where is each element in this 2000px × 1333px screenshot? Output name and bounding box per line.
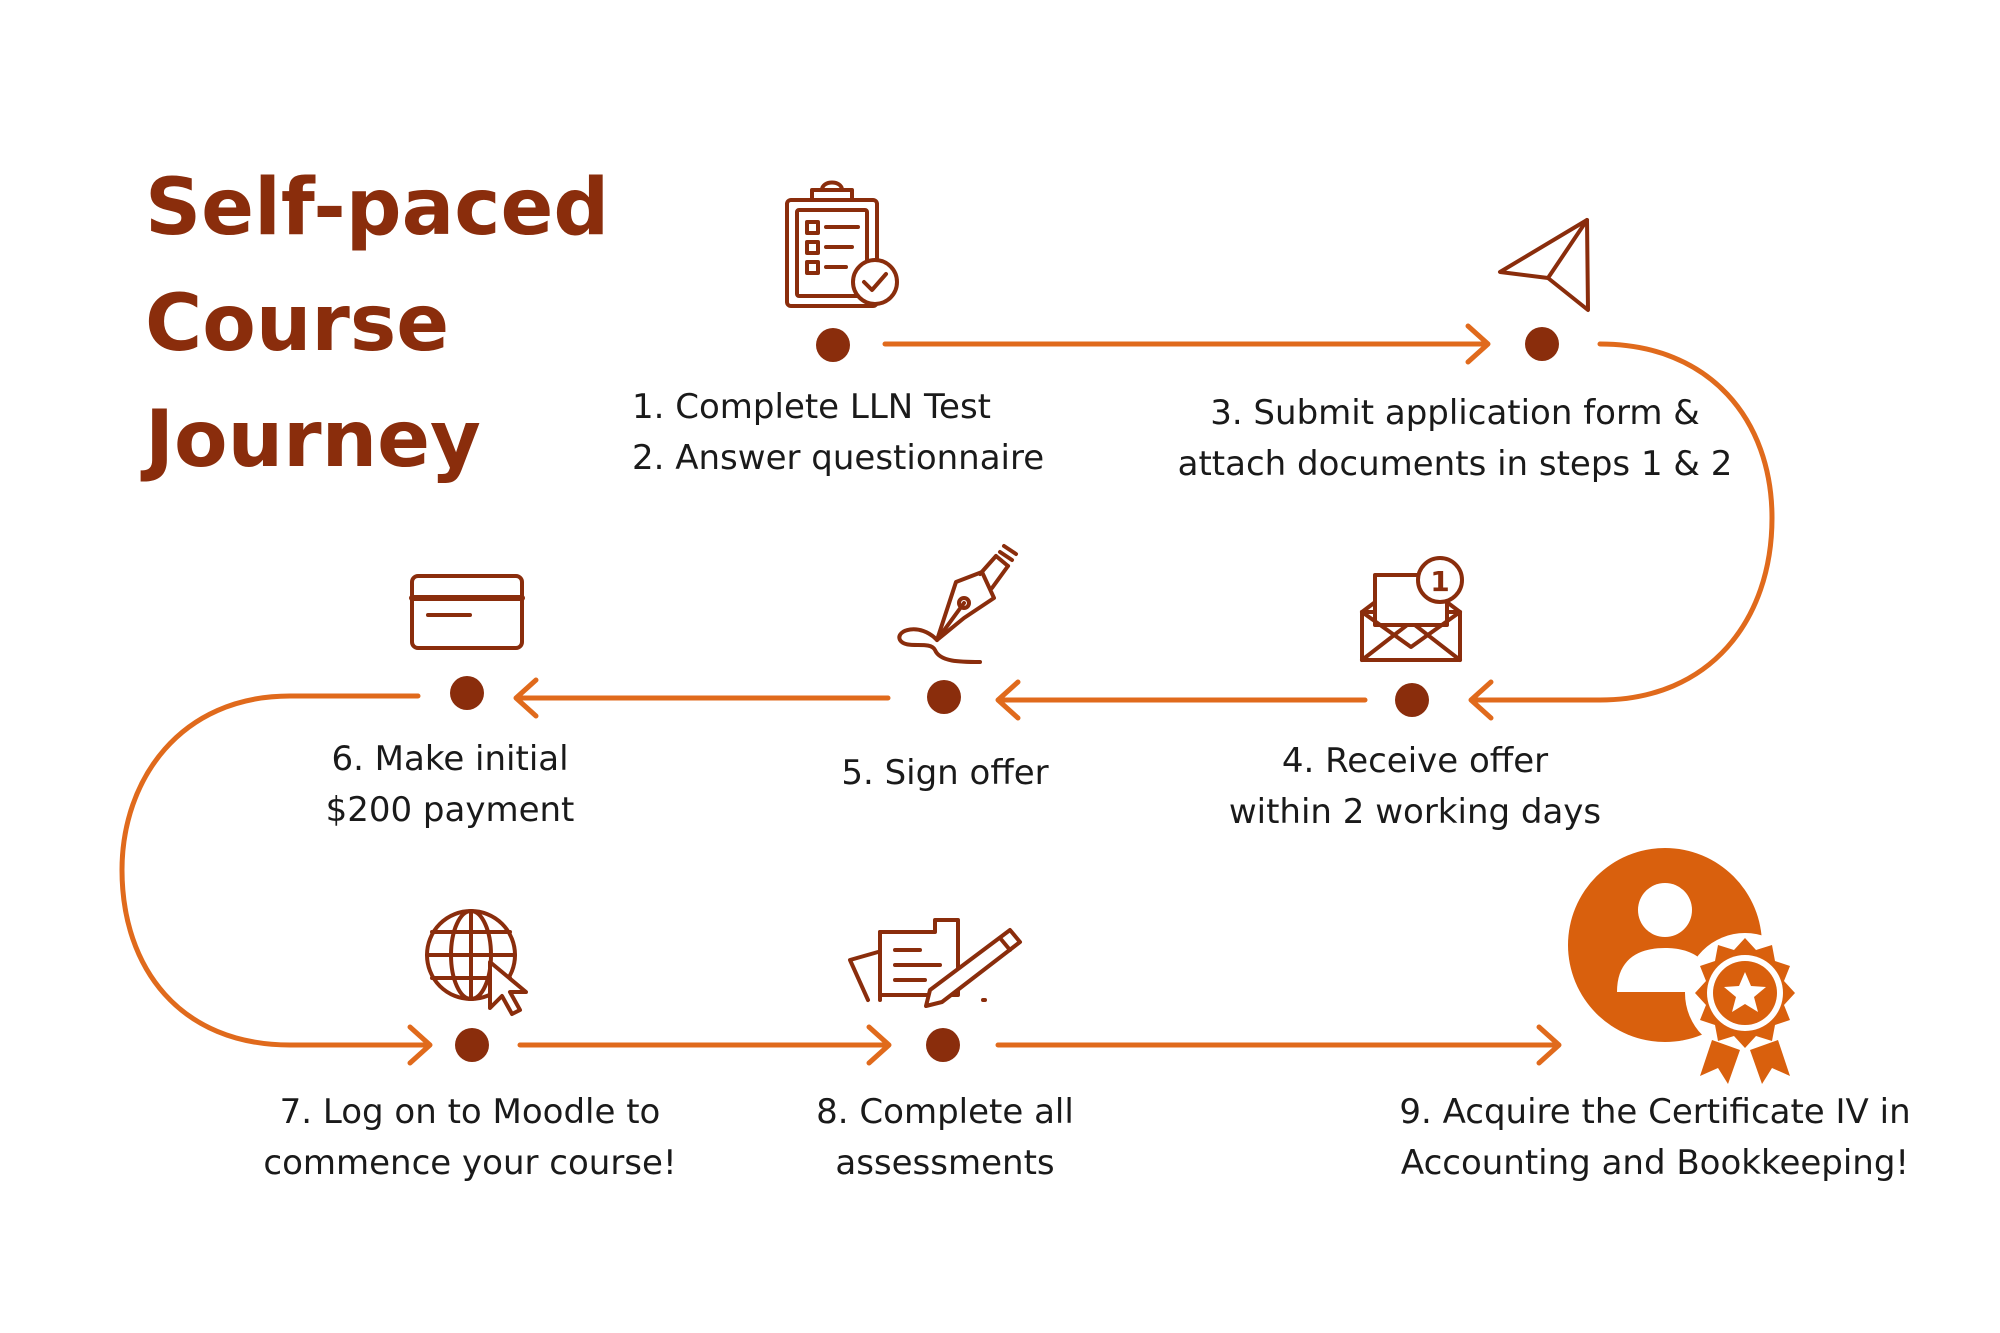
step-3-text-line1: 3. Submit application form &: [1210, 393, 1700, 433]
step-9-text-line1: 9. Acquire the Certificate IV in: [1399, 1092, 1911, 1132]
step-dot-4: [1395, 683, 1429, 717]
step-label-6: 6. Make initial $200 payment: [250, 734, 650, 836]
step-label-1-2: 1. Complete LLN Test 2. Answer questionn…: [632, 382, 1044, 484]
step-dot-5: [927, 680, 961, 714]
step-label-7: 7. Log on to Moodle to commence your cou…: [220, 1087, 720, 1189]
curve-right: [1472, 341, 1775, 703]
credit-card-icon: [409, 574, 525, 650]
step-6-text-line2: $200 payment: [325, 790, 575, 830]
step-4-text-line2: within 2 working days: [1228, 792, 1602, 832]
certificate-award-icon: [1568, 848, 1805, 1084]
step-label-9: 9. Acquire the Certificate IV in Account…: [1355, 1087, 1955, 1189]
curve-left: [119, 693, 428, 1048]
paper-plane-icon: [1498, 218, 1590, 312]
arrowhead-5-to-6: [513, 677, 539, 719]
arrowhead-1-to-3: [1465, 323, 1491, 365]
step-dot-1: [816, 328, 850, 362]
step-dots: [450, 327, 1559, 1062]
step-4-text-line1: 4. Receive offer: [1281, 741, 1549, 781]
step-2-text: 2. Answer questionnaire: [632, 438, 1045, 478]
step-7-text-line1: 7. Log on to Moodle to: [279, 1092, 661, 1132]
step-label-8: 8. Complete all assessments: [760, 1087, 1130, 1189]
step-1-text: 1. Complete LLN Test: [632, 387, 991, 427]
fountain-pen-signature-icon: [897, 544, 1018, 664]
arrowhead-6-to-7: [407, 1024, 433, 1066]
step-dot-3: [1525, 327, 1559, 361]
connectors: [119, 323, 1775, 1066]
clipboard-checklist-icon: [785, 180, 899, 308]
title-line-2: Course: [145, 279, 450, 369]
arrowhead-3-to-4: [1468, 679, 1494, 721]
notification-badge-count: 1: [1430, 565, 1449, 598]
arrowhead-7-to-8: [866, 1024, 892, 1066]
step-9-text-line2: Accounting and Bookkeeping!: [1400, 1143, 1910, 1183]
arrowhead-4-to-5: [995, 679, 1021, 721]
step-dot-8: [926, 1028, 960, 1062]
step-dot-7: [455, 1028, 489, 1062]
step-7-text-line2: commence your course!: [263, 1143, 677, 1183]
page-title: Self-paced Course Journey: [145, 150, 685, 498]
globe-cursor-icon: [425, 909, 528, 1016]
envelope-notification-icon: [1360, 556, 1464, 662]
title-line-3: Journey: [145, 395, 481, 485]
step-8-text-line2: assessments: [835, 1143, 1055, 1183]
step-3-text-line2: attach documents in steps 1 & 2: [1177, 444, 1733, 484]
step-8-text-line1: 8. Complete all: [816, 1092, 1074, 1132]
step-label-4: 4. Receive offer within 2 working days: [1150, 736, 1680, 838]
step-5-text: 5. Sign offer: [841, 753, 1049, 793]
step-label-5: 5. Sign offer: [790, 748, 1100, 799]
title-line-1: Self-paced: [145, 163, 610, 253]
step-dot-6: [450, 676, 484, 710]
step-label-3: 3. Submit application form & attach docu…: [1090, 388, 1820, 490]
arrowhead-8-to-9: [1536, 1024, 1562, 1066]
step-6-text-line1: 6. Make initial: [331, 739, 569, 779]
documents-pencil-icon: [848, 918, 1022, 1008]
